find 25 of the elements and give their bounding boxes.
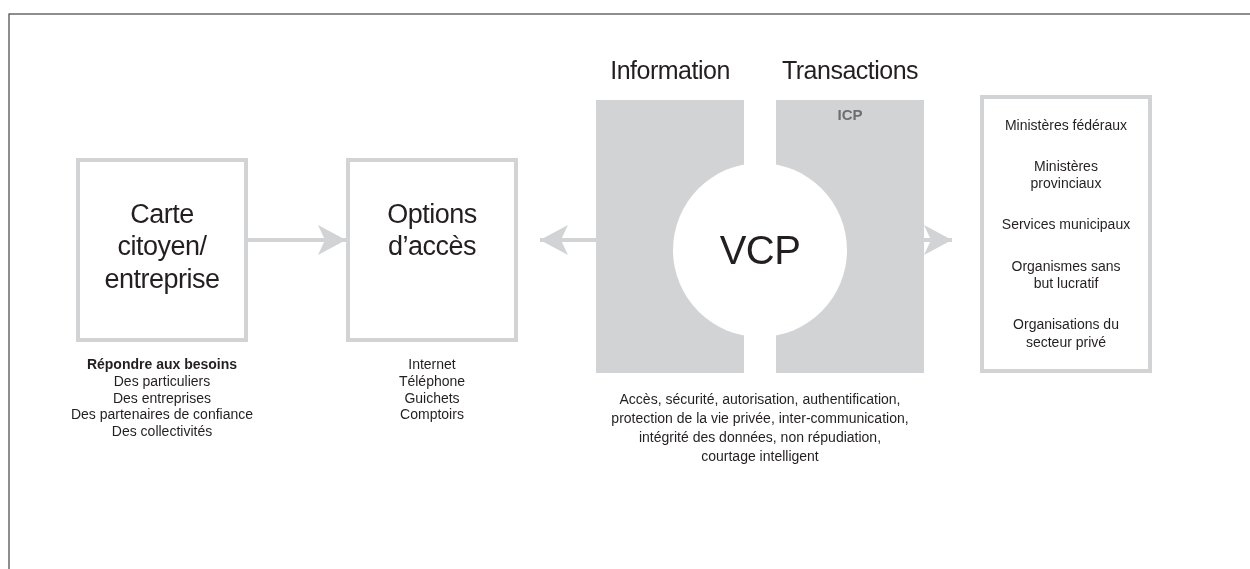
- arrow: [924, 225, 952, 255]
- panel-heading: Transactions: [780, 56, 920, 85]
- list-heading: Répondre aux besoins: [86, 356, 238, 373]
- list-item: Des collectivités: [111, 423, 213, 440]
- list-item: Organismes sans but lucratif: [1010, 257, 1122, 293]
- list-item: Ministères fédéraux: [1003, 116, 1129, 135]
- panel-tag: ICP: [776, 106, 924, 123]
- list-item: Services municipaux: [1001, 216, 1131, 234]
- node-title: Options d’accès: [386, 198, 478, 263]
- list-item: Des particuliers: [113, 372, 211, 390]
- panel-heading: Information: [609, 56, 731, 85]
- list-item: Guichets: [404, 389, 460, 407]
- arrow: [540, 225, 596, 255]
- list-item: Téléphone: [398, 372, 466, 390]
- note-text: Accès, sécurité, autorisation, authentification, protection de la vie privée, inter-communication, intégrité des données, non répudiation, courtage intelligent: [610, 390, 910, 466]
- list-item: Des partenaires de confiance: [70, 406, 254, 424]
- list-box: [980, 95, 1152, 373]
- list-item: Comptoirs: [400, 406, 464, 424]
- node-title: VCP: [719, 227, 801, 274]
- list-item: Internet: [408, 356, 456, 373]
- list-item: Des entreprises: [112, 389, 211, 407]
- list-item: Organisations du secteur privé: [1012, 316, 1120, 352]
- list-item: Ministères provinciaux: [1029, 157, 1103, 193]
- arrow: [248, 225, 346, 255]
- node-title: Carte citoyen/ entreprise: [103, 198, 221, 296]
